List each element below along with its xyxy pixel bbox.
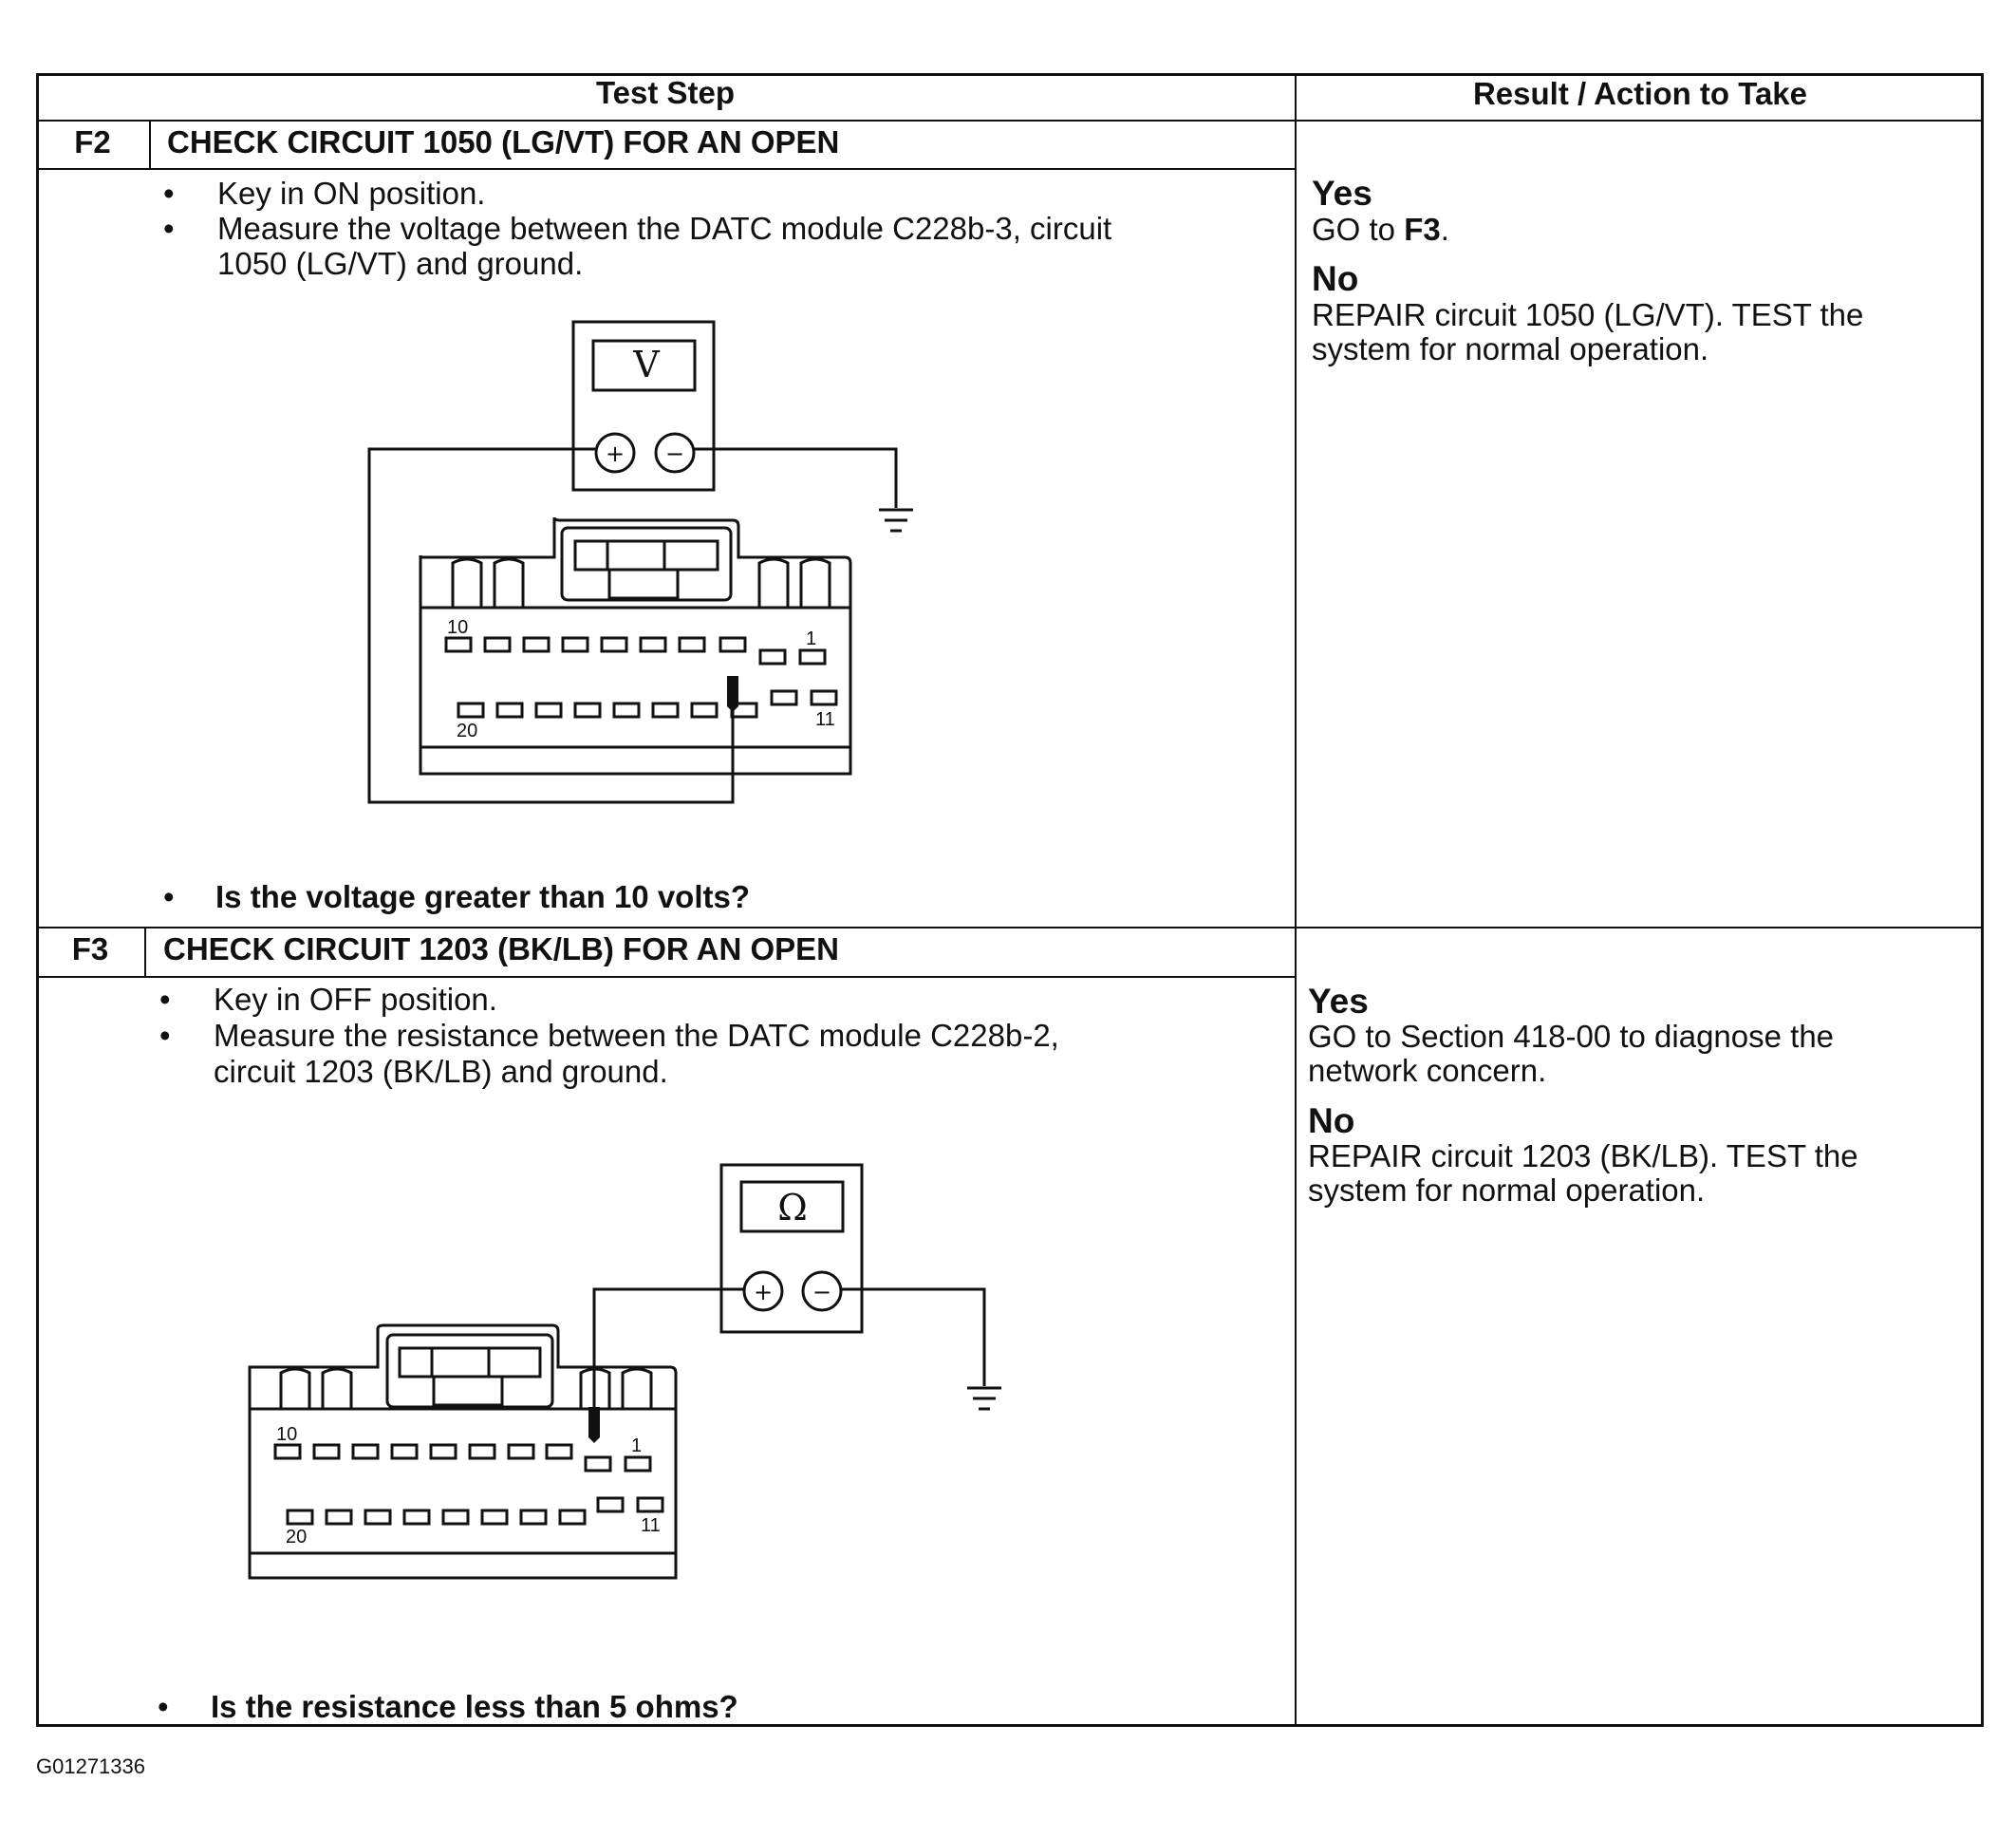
step-f3-id: F3 — [71, 931, 109, 966]
bullet: • — [163, 211, 175, 246]
step-f3-instruction-1: Key in OFF position. — [214, 982, 497, 1017]
column-header-result-action: Result / Action to Take — [1472, 76, 1808, 111]
step-f2-question: Is the voltage greater than 10 volts? — [215, 879, 750, 914]
test-table-frame — [36, 73, 1984, 1727]
voltmeter-plus-terminal — [594, 432, 636, 474]
plus-label: + — [606, 441, 625, 467]
bullet: • — [159, 982, 171, 1017]
step-f2-yes-label: Yes — [1312, 174, 1372, 213]
step-f2-yes-action: GO to F3. — [1312, 212, 1449, 247]
pin-label-11: 11 — [815, 709, 835, 730]
ohmmeter-display — [739, 1180, 845, 1233]
pin-label-1: 1 — [631, 1435, 642, 1456]
connector-housing — [248, 1323, 678, 1580]
step-f2-id-divider — [149, 120, 151, 168]
pin-label-11: 11 — [641, 1515, 661, 1536]
step-f3-yes-label: Yes — [1308, 982, 1369, 1021]
step-separator — [36, 927, 1984, 928]
step-f2-title: CHECK CIRCUIT 1050 (LG/VT) FOR AN OPEN — [167, 124, 840, 159]
step-f3-instruction-3: circuit 1203 (BK/LB) and ground. — [214, 1054, 668, 1089]
column-divider — [1295, 73, 1297, 1727]
step-f2-no-label: No — [1312, 259, 1359, 298]
voltmeter-symbol: V — [632, 344, 660, 385]
pin-label-1: 1 — [806, 628, 816, 649]
step-f2-title-underline — [36, 168, 1295, 170]
test-probe — [727, 676, 738, 712]
plus-label: + — [754, 1279, 773, 1305]
step-f2-id: F2 — [74, 124, 111, 159]
ohmmeter-symbol: Ω — [777, 1187, 808, 1228]
pin-c228b-2 — [584, 1455, 612, 1472]
connector-latch — [385, 1333, 554, 1409]
step-f2-instruction-2: Measure the voltage between the DATC mod… — [217, 211, 1112, 246]
step-f2-instruction-1: Key in ON position. — [217, 176, 486, 211]
column-header-test-step: Test Step — [595, 75, 736, 110]
step-f3-id-divider — [144, 927, 146, 976]
bullet: • — [158, 1689, 169, 1724]
step-f3-no-action-line-2: system for normal operation. — [1308, 1172, 1706, 1208]
step-f3-question: Is the resistance less than 5 ohms? — [211, 1689, 738, 1724]
bullet: • — [163, 879, 175, 914]
pin-label-10: 10 — [276, 1424, 297, 1445]
negative-ground-lead — [694, 447, 898, 508]
step-f3-title: CHECK CIRCUIT 1203 (BK/LB) FOR AN OPEN — [163, 931, 839, 966]
step-f3-yes-action-line-1: GO to Section 418-00 to diagnose the — [1308, 1019, 1835, 1054]
bullet: • — [163, 176, 175, 211]
connector-latch — [560, 526, 733, 602]
step-f3-title-underline — [36, 976, 1295, 978]
pin-label-20: 20 — [457, 721, 477, 741]
pin-c228b-3 — [719, 636, 747, 653]
step-f3-no-action-line-1: REPAIR circuit 1203 (BK/LB). TEST the — [1308, 1138, 1858, 1173]
minus-label: − — [812, 1279, 831, 1305]
step-f3-yes-action-line-2: network concern. — [1308, 1053, 1547, 1088]
minus-label: − — [665, 441, 684, 467]
pin-label-20: 20 — [286, 1527, 307, 1547]
header-underline — [36, 120, 1984, 122]
negative-ground-lead — [841, 1287, 986, 1386]
step-f2-instruction-3: 1050 (LG/VT) and ground. — [217, 246, 584, 281]
ohmmeter-body — [719, 1163, 864, 1334]
step-f2-no-action-line-1: REPAIR circuit 1050 (LG/VT). TEST the — [1312, 297, 1864, 332]
figure-id: G01271336 — [36, 1754, 145, 1778]
test-probe — [588, 1407, 600, 1443]
ohmmeter-minus-terminal — [801, 1270, 843, 1312]
connector-housing — [419, 516, 852, 776]
positive-test-lead — [367, 447, 735, 804]
pin-label-10: 10 — [447, 617, 468, 638]
step-f3-no-label: No — [1308, 1101, 1355, 1140]
voltmeter-minus-terminal — [654, 432, 696, 474]
voltmeter-body — [571, 320, 716, 492]
bullet: • — [159, 1018, 171, 1053]
voltmeter-display — [591, 339, 697, 392]
step-f2-no-action-line-2: system for normal operation. — [1312, 331, 1709, 366]
ohmmeter-plus-terminal — [742, 1270, 784, 1312]
step-f3-instruction-2: Measure the resistance between the DATC … — [214, 1018, 1059, 1053]
